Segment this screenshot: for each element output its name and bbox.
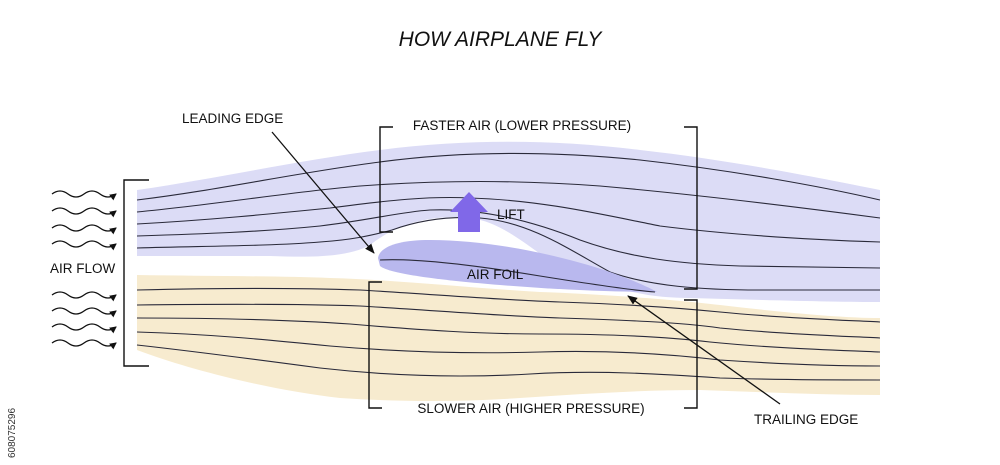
lower-streamline: [136, 331, 881, 367]
air-flow-label: AIR FLOW: [50, 261, 116, 276]
slower-air-bracket: [368, 281, 698, 409]
air-flow-arrows-lower: [51, 291, 117, 350]
trailing-edge-pointer: [627, 295, 781, 405]
lift-arrow: [450, 192, 488, 232]
lower-streamline: [136, 317, 881, 353]
trailing-edge-label: TRAILING EDGE: [754, 412, 858, 427]
wavy-arrow-icon: [51, 291, 117, 302]
air-foil-label: AIR FOIL: [467, 267, 524, 282]
wavy-arrow-icon: [51, 207, 117, 218]
wavy-arrow-icon: [51, 339, 117, 350]
diagram-title: HOW AIRPLANE FLY: [399, 28, 604, 51]
air-flow-arrows-upper: [51, 190, 117, 251]
upper-streamline: [136, 196, 881, 243]
airfoil-chord-line: [379, 259, 656, 293]
watermark-id: 608075296: [7, 408, 18, 458]
upper-streamlines: [136, 152, 881, 291]
lower-streamline: [136, 303, 881, 339]
upper-streamline: [136, 180, 881, 219]
upper-streamline: [136, 152, 881, 201]
lift-label: LIFT: [497, 207, 525, 222]
leading-edge-pointer: [271, 131, 375, 254]
faster-air-bracket: [379, 126, 698, 290]
lower-streamline: [136, 287, 881, 323]
leading-edge-label: LEADING EDGE: [182, 111, 283, 126]
wavy-arrow-icon: [51, 323, 117, 334]
upper-streamline: [136, 216, 880, 291]
lower-air-region: [137, 275, 880, 401]
upper-air-region: [137, 141, 880, 302]
airfoil-shape: [378, 240, 657, 292]
wavy-arrow-icon: [51, 224, 117, 235]
slower-air-label: SLOWER AIR (HIGHER PRESSURE): [417, 401, 644, 416]
faster-air-label: FASTER AIR (LOWER PRESSURE): [413, 118, 631, 133]
air-flow-bracket: [123, 179, 149, 367]
lower-streamlines: [136, 287, 881, 381]
wavy-arrow-icon: [51, 307, 117, 318]
wavy-arrow-icon: [51, 190, 117, 201]
wavy-arrow-icon: [51, 240, 117, 251]
lower-streamline: [136, 344, 881, 381]
upper-streamline: [136, 209, 881, 269]
